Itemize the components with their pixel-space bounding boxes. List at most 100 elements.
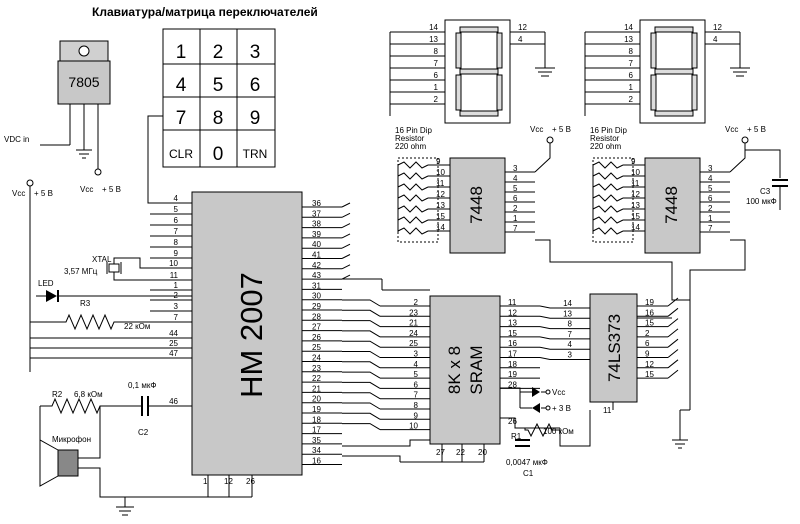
hm2007-left-pin: 3 (174, 302, 179, 311)
key-trn[interactable]: TRN (243, 147, 268, 161)
decoder-pin: 6 (513, 194, 518, 203)
sram-left-pin: 4 (414, 360, 419, 369)
sram-right-pin: 15 (508, 329, 517, 338)
resistor-pack-label: Resistor (590, 134, 620, 143)
resistor-pin: 9 (631, 157, 636, 166)
hm2007-right-pin: 39 (312, 230, 321, 239)
decoder-pin: 2 (513, 204, 518, 213)
latch-74ls373: 74LS373 11 (589, 293, 638, 415)
hm2007-right-pins: 3637383940414243313029282726252423222120… (302, 199, 351, 466)
key-5[interactable]: 5 (213, 75, 224, 96)
hm2007-right-pin: 38 (312, 220, 321, 229)
resistor-pin: 11 (436, 179, 445, 188)
key-clr[interactable]: CLR (169, 147, 193, 161)
display-seg-pin: 14 (624, 23, 633, 32)
resistor-pack-label: Resistor (395, 134, 425, 143)
sram-right-pin: 12 (508, 308, 517, 317)
latch-left-pin: 13 (563, 309, 572, 318)
key-9[interactable]: 9 (250, 108, 261, 129)
c1-value: 0,0047 мкФ (506, 458, 548, 467)
capacitor-c3: C3 100 мкФ (745, 149, 788, 210)
key-6[interactable]: 6 (250, 75, 261, 96)
sram-left-pin: 3 (414, 350, 419, 359)
sram-left-pin: 5 (414, 370, 419, 379)
display-seg-pin: 8 (434, 47, 439, 56)
hm2007-right-pin: 29 (312, 302, 321, 311)
key-7[interactable]: 7 (176, 108, 187, 129)
hm2007-right-pin: 41 (312, 251, 321, 260)
hm2007-left-pin: 7 (174, 313, 179, 322)
r1-value: 100 кОм (543, 427, 574, 436)
sram-right-pin: 17 (508, 350, 517, 359)
hm2007-right-pin: 28 (312, 312, 321, 321)
xtal-label: XTAL (92, 255, 112, 264)
hm2007-left-pin: 10 (169, 259, 178, 268)
sram-3v-label: + 3 B (552, 404, 571, 413)
sram-bottom-pins: 27 22 20 (400, 444, 487, 463)
hm2007-right-pin: 22 (312, 374, 321, 383)
display-right-pin: 12 (713, 23, 722, 32)
sram-left-pin: 7 (414, 391, 419, 400)
sram-right-pin: 16 (508, 339, 517, 348)
keypad-bus (147, 195, 192, 204)
latch-left-pin: 3 (568, 351, 573, 360)
sram-left-pin: 10 (409, 422, 418, 431)
hm2007-right-pin: 24 (312, 354, 321, 363)
capacitor-c1: 0,0047 мкФ C1 (506, 410, 591, 478)
hm2007-left-pin: 5 (174, 205, 179, 214)
key-3[interactable]: 3 (250, 42, 261, 63)
hm2007-label: HM 2007 (234, 272, 269, 398)
resistor-pin: 14 (631, 223, 640, 232)
decoder-7448-label: 7448 (467, 186, 486, 224)
capacitor-c2: 0,1 мкФ C2 (128, 381, 192, 437)
left-vcc-label: Vcc (12, 189, 25, 198)
key-0[interactable]: 0 (213, 144, 224, 165)
hm2007-left-pin: 1 (174, 281, 179, 290)
resistor-pin: 11 (631, 179, 640, 188)
c1-label: C1 (523, 469, 534, 478)
microphone: Микрофон (39, 406, 134, 516)
key-4[interactable]: 4 (176, 75, 187, 96)
display-seg-pin: 1 (434, 83, 439, 92)
decoder-pin: 2 (708, 204, 713, 213)
hm2007-left-pin: 9 (174, 249, 179, 258)
hm2007-left-pin: 11 (170, 271, 179, 280)
decoder-7448-label: 7448 (662, 186, 681, 224)
resistor-pack-label: 220 ohm (395, 142, 426, 151)
display-right-pin: 4 (518, 35, 523, 44)
key-8[interactable]: 8 (213, 108, 224, 129)
key-1[interactable]: 1 (176, 42, 187, 63)
c2-value: 0,1 мкФ (128, 381, 156, 390)
latch-left-pin: 14 (563, 299, 572, 308)
hm2007-right-pin: 43 (312, 271, 321, 280)
display-5v-label: + 5 B (747, 125, 766, 134)
hm2007-right-pin: 26 (312, 333, 321, 342)
display-vcc-label: Vcc (530, 125, 543, 134)
latch-right-pin: 15 (645, 319, 654, 328)
hm2007-right-pin: 34 (312, 446, 321, 455)
resistor-pack-label: 220 ohm (590, 142, 621, 151)
sram-pin-20: 20 (478, 448, 487, 457)
display-seg-pin: 6 (629, 71, 634, 80)
hm2007-left-pin: 25 (169, 339, 178, 348)
led: LED (36, 279, 192, 302)
display-seg-pin: 1 (629, 83, 634, 92)
resistor-pin: 13 (436, 201, 445, 210)
sram-right-pin: 19 (508, 370, 517, 379)
mic-label: Микрофон (52, 435, 91, 444)
hm2007-right-pin: 25 (312, 343, 321, 352)
sram-label-top: 8K x 8 (445, 346, 464, 394)
hm2007-right-pin: 20 (312, 395, 321, 404)
display-vcc-label: Vcc (725, 125, 738, 134)
latch-right-pin: 9 (645, 350, 650, 359)
regulator-label: 7805 (68, 74, 99, 90)
latch-left-pin: 7 (568, 330, 573, 339)
sram-right-pin: 28 (508, 380, 517, 389)
sram-right-pin: 13 (508, 319, 517, 328)
latch-right-pin: 6 (645, 339, 650, 348)
key-2[interactable]: 2 (213, 42, 224, 63)
c3-value: 100 мкФ (746, 197, 777, 206)
sram-chip: 8K x 8 SRAM (429, 295, 501, 445)
